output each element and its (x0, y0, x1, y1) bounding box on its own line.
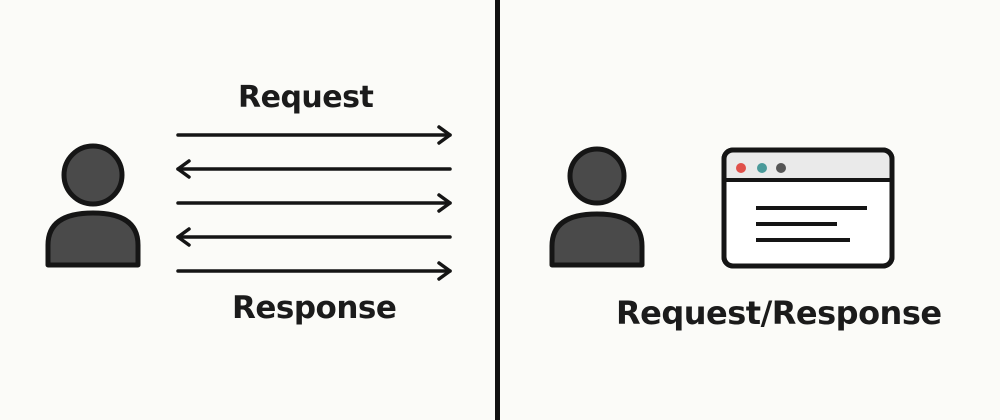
right-panel: Request/Response (502, 0, 1000, 420)
message-arrows (176, 125, 452, 281)
user-icon (45, 143, 141, 268)
response-arrow (176, 227, 452, 247)
window-dot-red (736, 163, 746, 173)
request-arrow (176, 125, 452, 145)
request-label: Request (238, 80, 374, 115)
left-panel: Request Response (0, 0, 496, 420)
user-icon (549, 146, 645, 268)
window-dot-grey (776, 163, 786, 173)
browser-window-icon (721, 147, 895, 269)
response-arrow (176, 159, 452, 179)
response-label: Response (232, 290, 397, 326)
request-response-label: Request/Response (616, 294, 942, 332)
window-dot-teal (757, 163, 767, 173)
request-arrow (176, 261, 452, 281)
request-arrow (176, 193, 452, 213)
panel-divider (495, 0, 500, 420)
